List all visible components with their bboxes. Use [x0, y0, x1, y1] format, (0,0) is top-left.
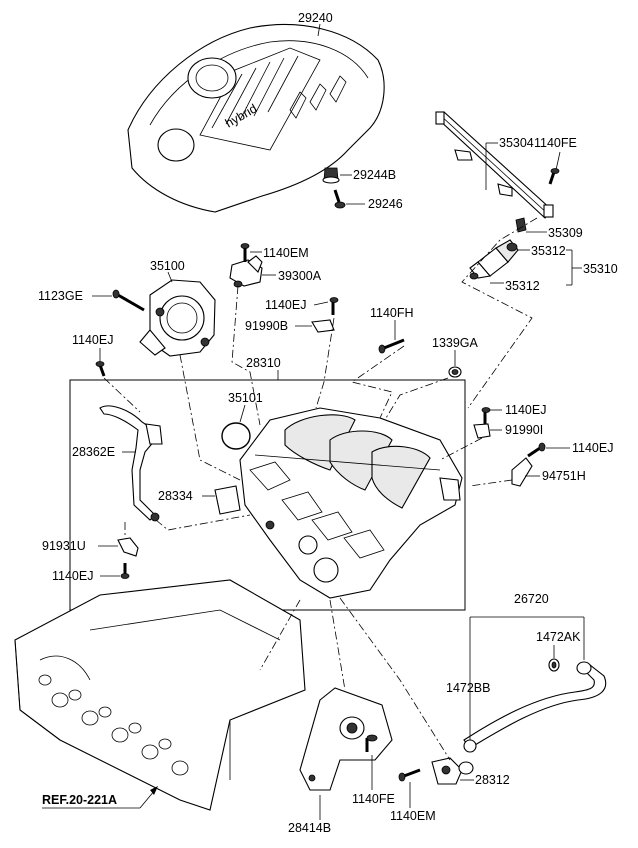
label-1140EJ-a: 1140EJ	[265, 298, 306, 312]
label-1140FE-bottom: 1140FE	[352, 792, 395, 806]
bolt-29246	[333, 189, 346, 209]
bolt-1140EM-bottom	[398, 768, 421, 782]
label-35304: 35304	[499, 136, 534, 150]
label-26720: 26720	[514, 592, 549, 606]
gasket-28334	[214, 485, 241, 515]
bolt-1140EM-top	[240, 243, 250, 262]
label-28310: 28310	[246, 356, 281, 370]
fuel-injector	[469, 239, 519, 280]
clamp-1472AK	[548, 658, 560, 672]
throttle-body	[139, 279, 216, 357]
label-35100: 35100	[150, 259, 185, 273]
label-1472BB: 1472BB	[446, 681, 490, 695]
label-35312-b: 35312	[505, 279, 540, 293]
hose-26720	[463, 661, 607, 749]
fuel-rail	[435, 111, 554, 219]
label-29244B: 29244B	[353, 168, 396, 182]
valve-28312	[431, 757, 474, 785]
label-94751H: 94751H	[542, 469, 586, 483]
label-28334: 28334	[158, 489, 193, 503]
bracket-91990I	[473, 423, 491, 439]
sensor-39300A	[229, 255, 263, 288]
grommet-29244B	[322, 167, 340, 184]
cylinder-head	[14, 579, 306, 811]
bolt-1140EJ-left	[95, 361, 106, 377]
label-91990I: 91990I	[505, 423, 543, 437]
bolt-1140FE-top	[548, 168, 560, 185]
label-1140EM-top: 1140EM	[263, 246, 309, 260]
label-1472AK: 1472AK	[536, 630, 581, 644]
label-35101: 35101	[228, 391, 263, 405]
label-29240: 29240	[298, 11, 333, 25]
label-1140FH: 1140FH	[370, 306, 414, 320]
bolt-1140EJ-b	[481, 407, 491, 425]
label-91931U: 91931U	[42, 539, 86, 553]
label-1140EJ-left: 1140EJ	[72, 333, 113, 347]
label-1140EJ-d: 1140EJ	[52, 569, 93, 583]
bolt-1123GE	[112, 289, 145, 312]
label-35310: 35310	[583, 262, 618, 276]
clip-91931U	[117, 537, 139, 557]
clip-35309	[515, 217, 527, 233]
label-1140EM-bottom: 1140EM	[390, 809, 436, 823]
assembly-dash-lines	[103, 217, 538, 761]
label-29246: 29246	[368, 197, 403, 211]
bolt-1140EJ-d	[120, 563, 130, 579]
bolt-1140EJ-a	[329, 297, 339, 315]
label-28362E: 28362E	[72, 445, 115, 459]
label-1140EJ-c: 1140EJ	[572, 441, 613, 455]
bracket-28414B	[299, 687, 393, 791]
label-1140FE-top: 1140FE	[534, 136, 577, 150]
engine-cover: hybrid	[127, 24, 385, 213]
label-1339GA: 1339GA	[432, 336, 479, 350]
clamp-1472BB	[463, 739, 477, 753]
bracket-94751H	[511, 457, 533, 487]
label-1123GE: 1123GE	[38, 289, 83, 303]
label-28414B: 28414B	[288, 821, 331, 835]
ref-label: REF.20-221A	[42, 793, 117, 807]
label-39300A: 39300A	[278, 269, 322, 283]
bolt-1140FH	[378, 338, 405, 354]
intake-manifold	[239, 407, 463, 599]
bolt-1140FE-bottom	[365, 734, 378, 752]
label-1140EJ-b: 1140EJ	[505, 403, 546, 417]
label-35309: 35309	[548, 226, 583, 240]
label-35312-a: 35312	[531, 244, 566, 258]
nut-1339GA	[448, 366, 462, 378]
label-28312: 28312	[475, 773, 510, 787]
hose-28362E	[99, 405, 163, 522]
bolt-1140EJ-c	[527, 442, 546, 458]
label-91990B: 91990B	[245, 319, 288, 333]
gasket-35101	[221, 422, 251, 450]
bracket-91990B	[311, 319, 335, 333]
